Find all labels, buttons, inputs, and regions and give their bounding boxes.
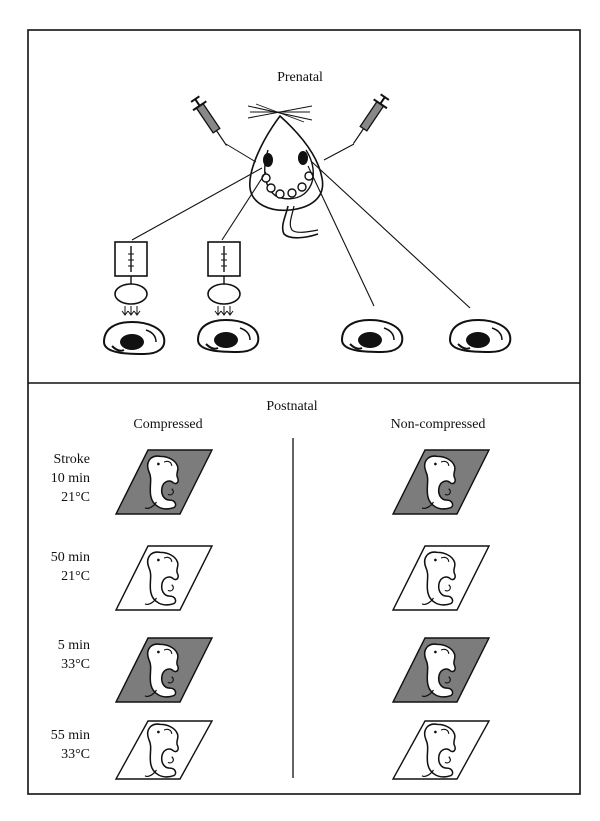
condition-label-3: 5 min 33°C	[20, 636, 90, 674]
brain-slice-2-icon	[197, 319, 260, 353]
postnatal-title: Postnatal	[266, 399, 318, 414]
condition-3-line-2: 33°C	[61, 657, 90, 672]
brain-slice-1-icon	[103, 321, 166, 355]
condition-4-line-2: 33°C	[61, 747, 90, 762]
condition-3-line-1: 5 min	[57, 638, 90, 653]
condition-2-line-2: 21°C	[61, 569, 90, 584]
brain-slice-3-icon	[341, 319, 404, 353]
condition-4-line-1: 55 min	[50, 728, 90, 743]
pup-tile-row1-non-compressed	[391, 449, 491, 515]
condition-1-line-1: Stroke	[53, 452, 90, 467]
column-header-compressed: Compressed	[133, 417, 203, 432]
uterus-diagram	[247, 103, 324, 239]
pup-tile-row1-compressed	[114, 449, 214, 515]
pup-tile-row3-compressed	[114, 637, 214, 703]
pup-tile-row3-non-compressed	[391, 637, 491, 703]
pup-tile-row2-compressed	[114, 545, 214, 611]
prenatal-title: Prenatal	[277, 70, 323, 85]
condition-1-line-3: 21°C	[61, 490, 90, 505]
pup-tiles	[114, 449, 491, 780]
pup-tile-row2-non-compressed	[391, 545, 491, 611]
syringe-left-icon	[187, 93, 257, 163]
compression-device-2-icon	[207, 241, 241, 316]
condition-2-line-1: 50 min	[50, 550, 90, 565]
condition-1-line-2: 10 min	[50, 471, 90, 486]
compression-device-1-icon	[114, 241, 148, 316]
brain-slice-4-icon	[449, 319, 512, 353]
connector-lines	[131, 161, 471, 309]
condition-label-2: 50 min 21°C	[20, 548, 90, 586]
pup-tile-row4-non-compressed	[391, 720, 491, 780]
column-header-non-compressed: Non-compressed	[390, 417, 486, 432]
figure-border	[27, 29, 581, 795]
syringe-right-icon	[323, 91, 393, 161]
condition-label-1: Stroke 10 min 21°C	[20, 450, 90, 507]
condition-label-4: 55 min 33°C	[20, 726, 90, 764]
pup-tile-row4-compressed	[114, 720, 214, 780]
